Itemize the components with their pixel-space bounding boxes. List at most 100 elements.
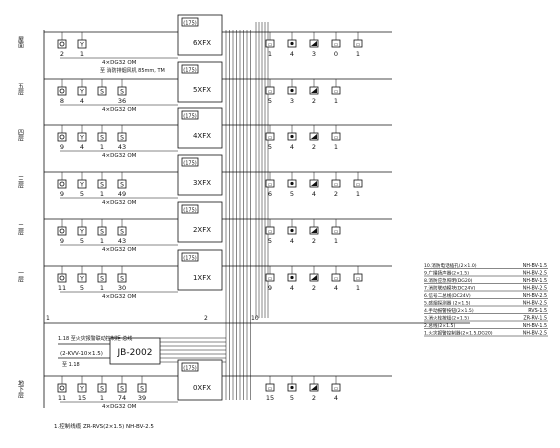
feeder-label: 4×DG32 OM [102,404,137,410]
legend-desc: 5.感烟探测器 (2×1.5) [424,300,471,307]
device-icon: ▭ [334,276,339,282]
manual-button-icon: Y [79,386,84,393]
device-symbol [57,179,67,189]
speaker-icon [311,88,317,93]
device-count: 4 [312,190,316,198]
device-count: 1 [100,284,104,292]
device-count: 9 [60,190,64,198]
module-icon [290,385,294,390]
legend-cable: NH-BV-2.5 [523,301,547,307]
breaker-box [181,64,199,74]
floor-label: 四层 [17,129,24,142]
device-icon: ▭ [268,42,273,48]
device-icon: ▭ [334,89,339,95]
breaker-box [181,204,199,214]
device-icon: ▭ [334,135,339,141]
device-count: 5 [268,143,272,151]
panel-breaker: (175) [183,161,196,167]
device-symbol [77,383,87,393]
feeder-label: 4×DG32 OM [102,107,137,113]
controller-cable: (2-KVV-10×1.5) [60,351,103,357]
device-symbol [331,179,341,188]
legend-cable: NH-BV-1.5 [523,278,547,284]
legend-cable: NH-BV-1.5 [523,263,547,269]
device-count: 1 [80,50,84,58]
device-count: 4 [290,284,294,292]
panel-label: 3XFX [193,179,211,187]
device-count: 4 [290,50,294,58]
device-icon: S [120,89,124,96]
panel-breaker: (175) [183,21,196,27]
controller-top-note: 1.18 至火灾报警联动控制柜 总线 [58,335,132,342]
device-count: 1 [356,190,360,198]
device-count: 3 [312,50,316,58]
manual-button-icon: Y [79,135,84,142]
detector-icon [59,385,65,391]
device-symbol [77,226,87,236]
floor-note: 至 消防排烟风机 85mm, TM [100,67,165,74]
breaker-box [181,17,199,27]
device-symbol [117,86,127,96]
device-symbol [331,39,341,48]
device-icon: S [100,386,104,393]
riser-marker: 10 [251,315,259,322]
device-icon: ▭ [334,182,339,188]
manual-button-icon: Y [79,42,84,49]
device-count: 4 [80,97,84,105]
panel-breaker: (175) [183,114,196,120]
device-count: 9 [60,143,64,151]
device-icon: S [100,182,104,189]
device-symbol [331,273,341,282]
legend-desc: 3.消火栓按钮(2×1.5) [424,315,469,322]
device-count: 4 [80,143,84,151]
device-count: 36 [118,97,126,105]
device-count: 2 [312,97,316,105]
panel-breaker: (175) [183,68,196,74]
device-icon: S [120,386,124,393]
module-icon [290,41,294,46]
device-count: 5 [290,190,294,198]
device-symbol [57,226,67,236]
legend-cable: NH-BV-2.5 [523,271,547,277]
device-symbol [117,383,127,393]
module-icon [290,228,294,233]
floor-label: 地下层 [17,379,24,399]
panel-label: 6XFX [193,39,211,47]
speaker-icon [311,275,317,280]
device-symbol [331,226,341,235]
device-count: 4 [334,284,338,292]
device-count: 2 [312,237,316,245]
device-icon: ▭ [334,386,339,392]
feeder-label: 4×DG32 OM [102,153,137,159]
device-symbol [137,383,147,393]
legend-cable: NH-BV-2.5 [523,331,547,337]
device-symbol [57,273,67,283]
speaker-icon [311,385,317,390]
device-count: 1 [268,50,272,58]
device-icon: ▭ [268,182,273,188]
device-symbol [331,383,341,392]
legend-desc: 10.消防电话插孔(2×1.0) [424,262,477,269]
device-symbol [77,179,87,189]
device-count: 4 [334,394,338,402]
speaker-icon [311,41,317,46]
detector-icon [59,228,65,234]
device-count: 1 [100,394,104,402]
breaker-box [181,157,199,167]
panel-label: 2XFX [193,226,211,234]
legend-cable: RVS-1.5 [528,308,547,314]
speaker-icon [311,228,317,233]
device-icon: S [120,182,124,189]
device-symbol [353,39,363,48]
device-symbol [353,179,363,188]
device-count: 2 [312,394,316,402]
device-count: 1 [356,284,360,292]
device-icon: ▭ [268,229,273,235]
feeder-label: 4×DG32 OM [102,294,137,300]
